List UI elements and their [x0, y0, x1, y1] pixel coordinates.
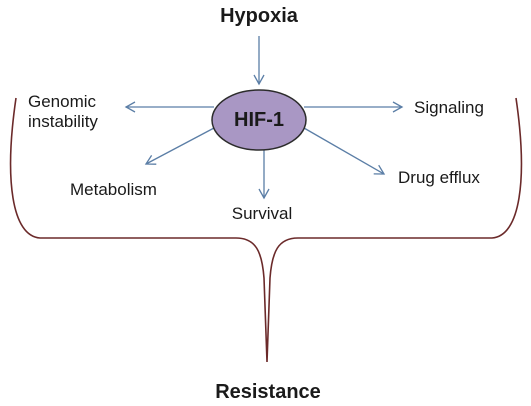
- hif1-node: [211, 89, 307, 151]
- metabolism-label: Metabolism: [70, 180, 157, 199]
- genomic-line2: instability: [28, 112, 98, 131]
- hypoxia-label: Hypoxia: [220, 5, 298, 27]
- resistance-label: Resistance: [215, 381, 321, 403]
- hif1-label: HIF-1: [234, 109, 284, 131]
- genomic-line1: Genomic: [28, 92, 97, 111]
- drug-efflux-label: Drug efflux: [398, 168, 480, 187]
- arrow-to-drug-efflux: [303, 127, 386, 175]
- signaling-label: Signaling: [414, 98, 484, 117]
- arrow-to-metabolism: [144, 127, 215, 165]
- survival-label: Survival: [231, 204, 293, 223]
- resistance-brace: [9, 97, 523, 363]
- genomic-instability-label: Genomic instability: [28, 92, 98, 132]
